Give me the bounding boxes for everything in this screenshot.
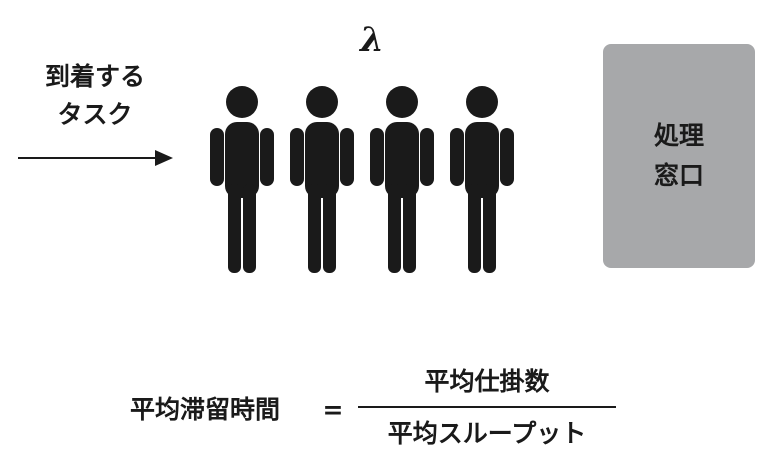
arriving-tasks-label-line-2: タスク [57, 100, 133, 129]
queue-person-icon [450, 86, 514, 273]
processing-window-label: 処理 窓口 [654, 116, 704, 196]
processing-window-label-line-1: 処理 [653, 121, 704, 150]
queue-person-icon [210, 86, 274, 273]
processing-window-label-line-2: 窓口 [653, 161, 704, 190]
arrival-arrow-icon [18, 150, 173, 166]
arrival-rate-symbol: λ [360, 20, 384, 60]
arriving-tasks-label-line-1: 到着する [44, 62, 145, 91]
formula-numerator: 平均仕掛数 [424, 367, 550, 396]
formula-equals: = [322, 395, 344, 424]
arriving-tasks-label: 到着する タスク [20, 58, 170, 134]
queue [210, 86, 514, 273]
processing-window: 処理 窓口 [603, 44, 755, 268]
formula-lhs: 平均滞留時間 [130, 395, 281, 424]
formula-denominator: 平均スループット [387, 419, 587, 448]
fraction-bar [358, 406, 616, 408]
queue-person-icon [370, 86, 434, 273]
queue-person-icon [290, 86, 354, 273]
littles-law-formula: 平均滞留時間 = 平均仕掛数 平均スループット [0, 355, 771, 465]
